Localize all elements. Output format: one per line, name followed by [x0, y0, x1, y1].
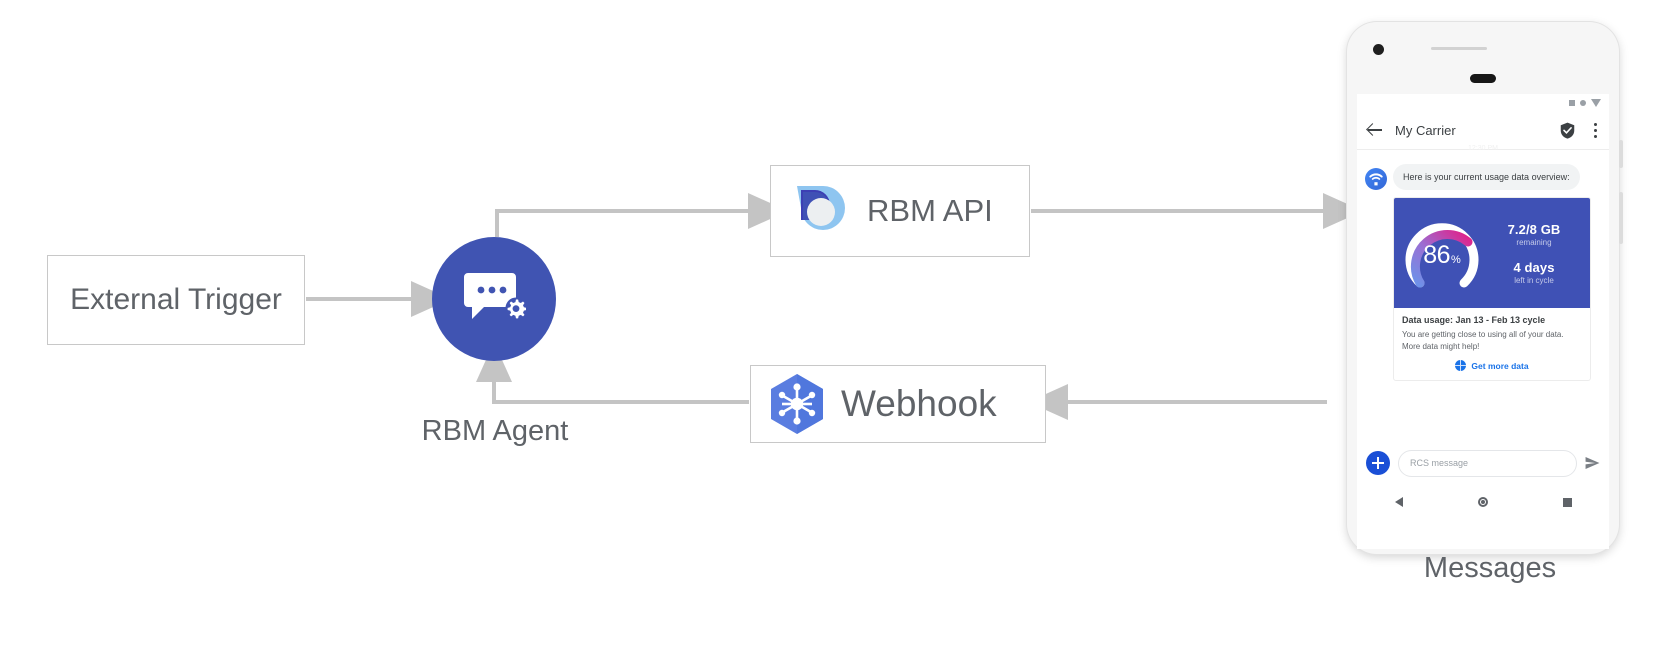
rbm-api-label: RBM API — [867, 193, 993, 228]
globe-icon — [1455, 360, 1467, 372]
carrier-wifi-avatar-icon — [1365, 168, 1387, 190]
status-bar — [1357, 94, 1609, 111]
gauge-value: 86 — [1423, 241, 1451, 270]
plus-button-icon[interactable] — [1366, 451, 1390, 475]
get-more-data-label: Get more data — [1471, 360, 1529, 371]
rbm-api-droplet-icon — [797, 186, 845, 230]
app-bar: My Carrier 12:30 PM — [1357, 111, 1609, 152]
node-rbm-agent[interactable] — [432, 237, 556, 361]
rcs-message-input[interactable]: RCS message — [1398, 449, 1577, 477]
gauge-readout: 86 % — [1400, 211, 1484, 295]
data-remaining-value: 7.2/8 GB — [1507, 221, 1561, 237]
android-nav-bar — [1357, 485, 1609, 519]
circle-icon — [1580, 99, 1586, 106]
usage-gauge: 86 % — [1400, 211, 1484, 295]
card-text-line2: More data might help! — [1402, 341, 1480, 351]
conversation-title: My Carrier — [1395, 122, 1456, 138]
triangle-down-icon — [1591, 98, 1601, 107]
message-bubble: Here is your current usage data overview… — [1393, 164, 1580, 191]
phone-mockup: My Carrier 12:30 PM — [1347, 22, 1623, 554]
card-title: Data usage: Jan 13 - Feb 13 cycle — [1402, 315, 1546, 326]
rcs-message-placeholder: RCS message — [1410, 458, 1469, 468]
nav-back-icon[interactable] — [1394, 497, 1403, 507]
data-remaining-caption: remaining — [1516, 237, 1552, 247]
message-composer: RCS message — [1357, 443, 1609, 483]
node-rbm-api[interactable]: RBM API — [770, 165, 1030, 257]
webhook-label: Webhook — [841, 383, 997, 424]
nav-recents-icon[interactable] — [1562, 497, 1572, 507]
phone-chin — [1357, 519, 1609, 549]
message-thread: Here is your current usage data overview… — [1357, 150, 1609, 382]
overflow-menu-icon[interactable] — [1593, 122, 1597, 138]
node-webhook[interactable]: Webhook — [750, 365, 1046, 443]
send-icon[interactable] — [1585, 456, 1600, 470]
rich-card[interactable]: 86 % 7.2/8 GB remaining 4 days left in c… — [1393, 197, 1591, 382]
verified-shield-icon — [1560, 122, 1575, 139]
top-speaker — [1431, 47, 1487, 50]
square-icon — [1569, 99, 1575, 106]
phone-power-button[interactable] — [1619, 192, 1623, 244]
hero-stats: 7.2/8 GB remaining 4 days left in cycle — [1484, 222, 1584, 285]
external-trigger-label: External Trigger — [70, 283, 282, 316]
card-body: Data usage: Jan 13 - Feb 13 cycle You ar… — [1394, 308, 1590, 380]
phone-screen: My Carrier 12:30 PM — [1357, 94, 1609, 519]
card-hero: 86 % 7.2/8 GB remaining 4 days left in c… — [1394, 198, 1590, 309]
rbm-agent-label: RBM Agent — [421, 415, 569, 447]
incoming-message-row: Here is your current usage data overview… — [1365, 164, 1601, 191]
webhook-hexagon-icon — [771, 374, 823, 434]
phone-volume-button[interactable] — [1619, 140, 1623, 168]
back-arrow-icon[interactable] — [1367, 122, 1383, 138]
get-more-data-button[interactable]: Get more data — [1402, 360, 1582, 372]
nav-home-icon[interactable] — [1477, 497, 1488, 507]
messages-label: Messages — [1423, 552, 1557, 584]
earpiece-speaker — [1470, 74, 1496, 83]
days-left-caption: left in cycle — [1514, 275, 1554, 285]
card-text-line1: You are getting close to using all of yo… — [1402, 330, 1564, 340]
message-timestamp: 12:30 PM — [1468, 145, 1498, 152]
days-left-value: 4 days — [1513, 259, 1555, 275]
front-camera-icon — [1373, 44, 1384, 55]
gauge-unit: % — [1451, 254, 1461, 267]
node-external-trigger[interactable]: External Trigger — [47, 255, 305, 345]
chat-gear-icon — [464, 273, 526, 319]
